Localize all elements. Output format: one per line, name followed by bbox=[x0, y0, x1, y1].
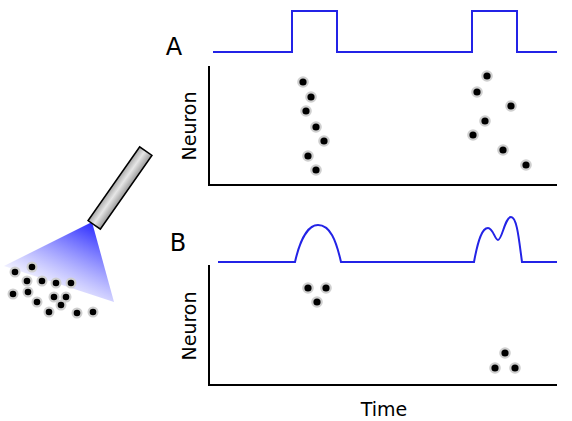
axis-label: Neuron bbox=[180, 91, 199, 160]
spike-dot bbox=[37, 276, 48, 287]
spike-dot bbox=[297, 76, 309, 88]
spike-dot bbox=[10, 267, 21, 278]
spike-dot bbox=[22, 276, 33, 287]
spike-dot bbox=[318, 135, 330, 147]
axis-label: Neuron bbox=[180, 291, 199, 360]
spike-dot bbox=[481, 70, 493, 82]
spike-dot bbox=[8, 289, 19, 300]
raster-axes bbox=[209, 265, 557, 385]
spike-dot bbox=[302, 150, 314, 162]
raster-axes bbox=[209, 66, 557, 185]
light-beam bbox=[4, 222, 114, 302]
spike-dot bbox=[305, 91, 317, 103]
square-pulse-trace bbox=[213, 11, 557, 52]
spike-raster bbox=[297, 70, 532, 176]
spike-dot bbox=[310, 164, 322, 176]
spike-dot bbox=[467, 129, 479, 141]
neuron-population bbox=[8, 262, 99, 319]
spike-dot bbox=[497, 144, 509, 156]
spike-dot bbox=[479, 115, 491, 127]
panel-label: B bbox=[170, 231, 186, 255]
spike-dot bbox=[56, 300, 67, 311]
spike-dot bbox=[23, 287, 34, 298]
spike-dot bbox=[520, 159, 532, 171]
spike-dot bbox=[509, 362, 521, 374]
spike-dot bbox=[300, 105, 312, 117]
spike-dot bbox=[44, 307, 55, 318]
axis-label: Time bbox=[361, 400, 408, 419]
spike-dot bbox=[88, 307, 99, 318]
panel-label: A bbox=[166, 35, 182, 59]
spike-dot bbox=[302, 282, 314, 294]
spike-dot bbox=[32, 297, 43, 308]
spike-dot bbox=[310, 121, 322, 133]
spike-dot bbox=[489, 362, 501, 374]
spike-dot bbox=[505, 100, 517, 112]
spike-dot bbox=[27, 262, 38, 273]
spike-dot bbox=[499, 347, 511, 359]
spike-dot bbox=[51, 278, 62, 289]
spike-dot bbox=[471, 86, 483, 98]
smooth-pulse-trace bbox=[218, 217, 557, 262]
spike-dot bbox=[72, 308, 83, 319]
spike-dot bbox=[320, 282, 332, 294]
flashlight bbox=[88, 147, 152, 229]
spike-dot bbox=[66, 278, 77, 289]
spike-raster bbox=[302, 282, 521, 374]
spike-dot bbox=[311, 296, 323, 308]
